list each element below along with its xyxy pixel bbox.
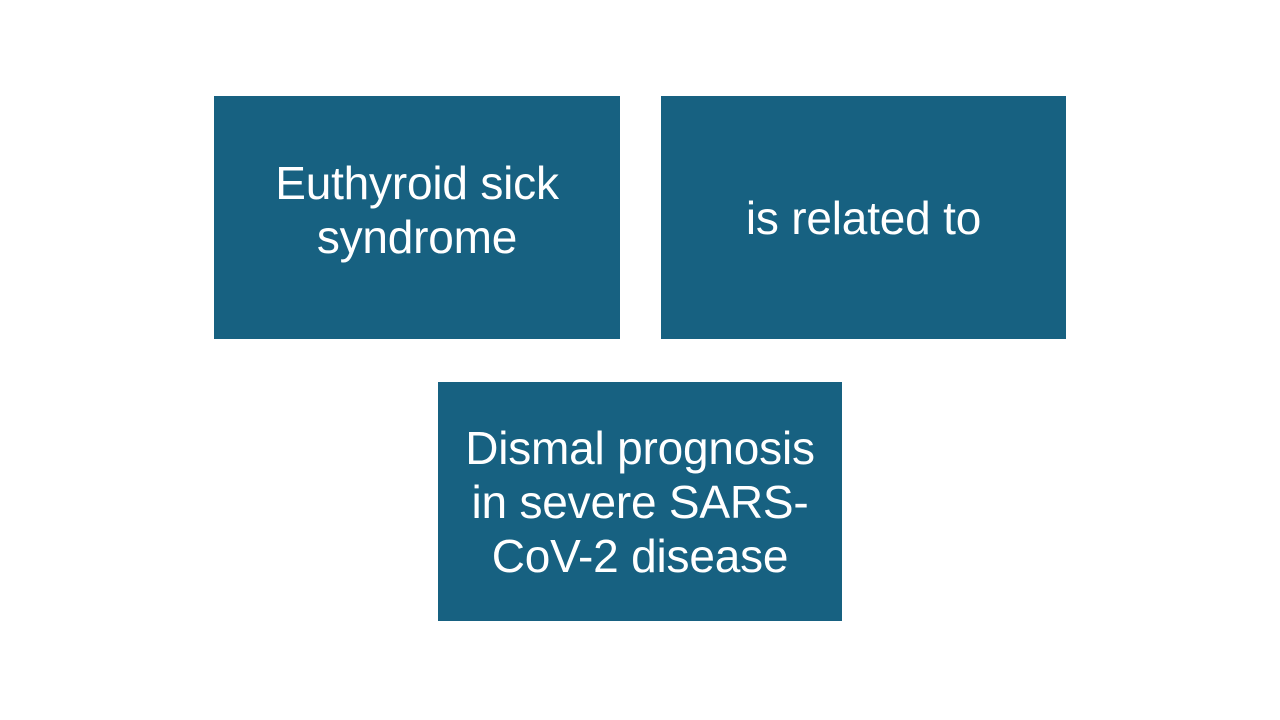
concept-node-relation[interactable]: is related to: [661, 96, 1066, 339]
concept-node-object[interactable]: Dismal prognosis in severe SARS- CoV-2 d…: [438, 382, 842, 621]
concept-node-subject[interactable]: Euthyroid sick syndrome: [214, 96, 620, 339]
concept-node-object-label: Dismal prognosis in severe SARS- CoV-2 d…: [465, 421, 815, 582]
concept-node-subject-label: Euthyroid sick syndrome: [275, 157, 559, 263]
concept-node-relation-label: is related to: [745, 191, 982, 244]
